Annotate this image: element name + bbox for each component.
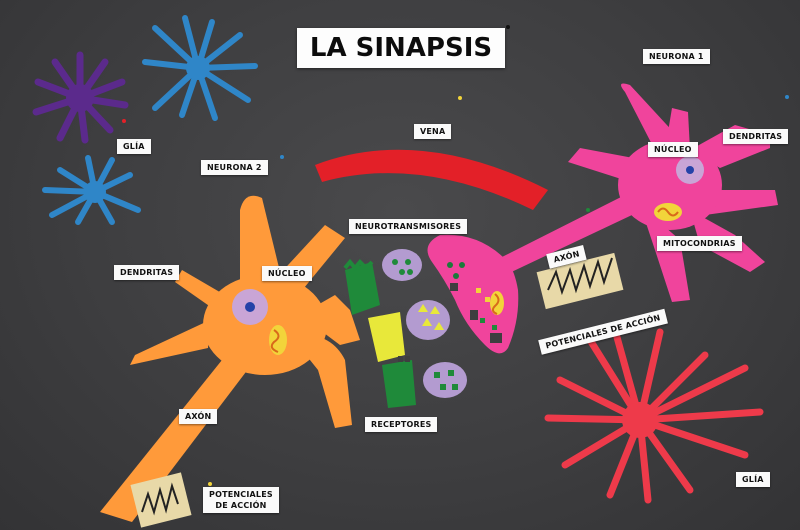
glia-red (544, 326, 764, 504)
label-nucleo-right: NÚCLEO (648, 142, 698, 157)
board-title: LA SINAPSIS (297, 28, 505, 68)
label-potenciales-left-line1: POTENCIALES (209, 490, 273, 499)
vein (315, 149, 548, 210)
label-neurona-2: NEURONA 2 (201, 160, 268, 175)
glia-blue-top (142, 15, 258, 121)
label-potenciales-left-line2: DE ACCIÓN (215, 501, 267, 510)
label-dendritas-right: DENDRITAS (723, 129, 789, 144)
label-neurotransmisores: NEUROTRANSMISORES (349, 219, 468, 234)
pins (122, 25, 789, 486)
label-dendritas-left: DENDRITAS (114, 265, 180, 280)
neuron-2 (100, 195, 360, 522)
vesicles (382, 249, 467, 398)
label-nucleo-left: NÚCLEO (262, 266, 312, 281)
label-glia-top: GLÍA (117, 139, 151, 154)
neuron-2-mitochondria (269, 325, 287, 355)
label-axon-left: AXÓN (179, 409, 218, 424)
neuron-1-nucleolus (686, 166, 694, 174)
glia-blue-left (42, 155, 141, 225)
neuron-2-nucleolus (245, 302, 255, 312)
label-mitocondrias: MITOCONDRIAS (657, 236, 742, 251)
label-vena: VENA (414, 124, 452, 139)
label-potenciales-left: POTENCIALES DE ACCIÓN (203, 487, 279, 513)
label-glia-bottom: GLÍA (736, 472, 770, 487)
terminal-vesicles (447, 262, 497, 330)
label-receptores: RECEPTORES (365, 417, 438, 432)
action-potential-card-left (130, 472, 192, 528)
label-neurona-1: NEURONA 1 (643, 49, 710, 64)
glia-purple (32, 51, 129, 144)
neuron-1 (427, 83, 778, 354)
receptors (343, 258, 416, 408)
action-potential-card-right (536, 252, 624, 310)
